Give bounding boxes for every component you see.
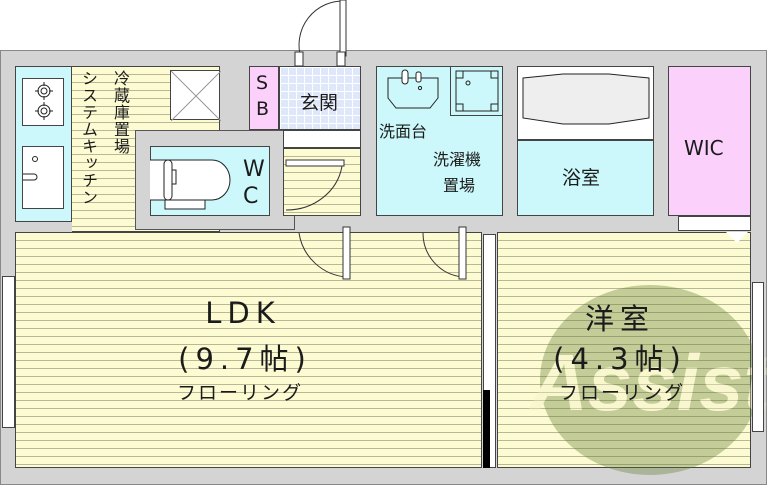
wc-label-c: C — [243, 184, 259, 209]
western-room — [497, 232, 751, 468]
partition-dark-panel — [483, 390, 490, 468]
washing-machine-icon — [455, 70, 499, 112]
laundry-label-2: 置場 — [443, 176, 476, 195]
western-name: 洋室 — [584, 302, 655, 336]
toilet-icon — [150, 159, 231, 210]
entrance-label: 玄関 — [300, 92, 339, 114]
wic-label: WIC — [684, 136, 724, 160]
bathroom — [517, 140, 654, 216]
stove — [22, 78, 64, 126]
western-size: (4.3帖) — [553, 342, 687, 376]
entrance-door-icon — [294, 0, 347, 67]
washer-space — [450, 66, 503, 116]
wic-door-marker — [726, 232, 748, 243]
fridge-label: 冷蔵庫置場 — [111, 70, 130, 155]
svg-text:Assist: Assist — [528, 338, 767, 427]
faucet-icon — [16, 156, 38, 181]
wc-label-w: W — [243, 157, 265, 182]
laundry-label-1: 洗濯機 — [433, 150, 482, 169]
ldk-window — [2, 276, 15, 428]
fridge-placeholder-icon — [170, 70, 222, 122]
assist-watermark: Assist — [528, 285, 767, 475]
ldk-room — [15, 232, 482, 468]
entrance — [279, 66, 361, 130]
wc-door-icon — [285, 159, 345, 211]
ldk-floor: フローリング — [176, 382, 303, 404]
western-floor: フローリング — [558, 382, 685, 404]
washbasin-icon — [387, 69, 439, 109]
hallway — [283, 148, 361, 216]
western-window — [752, 282, 764, 432]
fridge-space — [170, 70, 222, 122]
bathtub-icon — [522, 73, 650, 125]
ldk-name: LDK — [205, 296, 281, 330]
sink — [16, 146, 64, 209]
bath-label: 浴室 — [562, 167, 601, 189]
ldk-doors-icon — [298, 226, 467, 280]
stove-burner-icon — [35, 82, 53, 120]
washstand-label: 洗面台 — [379, 122, 428, 141]
ldk-size: (9.7帖) — [178, 342, 312, 376]
shoe-box — [249, 66, 279, 130]
sb-label-b: B — [256, 98, 270, 120]
kitchen-label: システムキッチン — [79, 70, 98, 206]
walk-in-closet — [668, 66, 751, 216]
sb-label-s: S — [256, 72, 269, 94]
wic-door — [678, 216, 751, 231]
hallway-step — [283, 130, 361, 148]
